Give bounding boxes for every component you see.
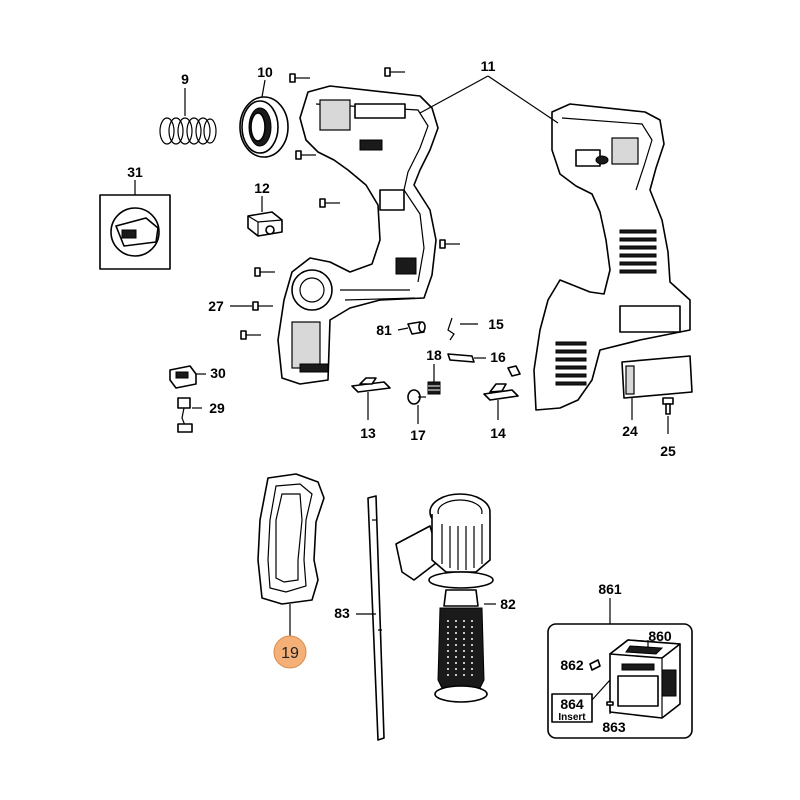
callout-12[interactable]: 12: [254, 180, 270, 196]
screw-icon: [439, 239, 460, 249]
part-13-slider[interactable]: [351, 377, 391, 393]
callout-16[interactable]: 16: [490, 349, 506, 365]
callout-9[interactable]: 9: [181, 71, 189, 87]
part-31-selector-knob[interactable]: [110, 207, 160, 257]
part-860-case[interactable]: [609, 639, 681, 719]
part-864-insert[interactable]: 864 Insert: [551, 693, 593, 723]
callout-27[interactable]: 27: [208, 298, 224, 314]
part-11-housing-right[interactable]: [533, 103, 691, 411]
leader-11-right: [487, 75, 559, 124]
screw-icon: [289, 73, 310, 83]
part-29-wire-connector[interactable]: [177, 397, 193, 433]
callout-861[interactable]: 861: [598, 581, 622, 597]
screw-icon: [384, 67, 405, 77]
callout-11[interactable]: 11: [481, 58, 496, 74]
screw-icon: [240, 330, 261, 340]
part-11-housing-left[interactable]: [277, 85, 439, 385]
callout-10[interactable]: 10: [257, 64, 273, 80]
callout-864: 864: [560, 696, 584, 712]
part-19-soft-grip[interactable]: [257, 473, 325, 605]
grip-texture: [619, 229, 657, 274]
callout-83[interactable]: 83: [334, 605, 350, 621]
part-10-seal[interactable]: [239, 96, 289, 158]
part-12-button[interactable]: [247, 211, 283, 237]
leader-11-left: [419, 75, 489, 114]
screw-icon: [295, 150, 316, 160]
part-small-bushing: [507, 365, 521, 377]
vent-slots: [555, 341, 587, 386]
callout-19-highlight[interactable]: [273, 635, 307, 669]
part-24-nameplate[interactable]: [621, 355, 693, 399]
part-862-screw[interactable]: [589, 659, 601, 671]
callout-860[interactable]: 860: [648, 628, 672, 644]
callout-19[interactable]: 19: [281, 645, 299, 662]
part-30-switch[interactable]: [169, 365, 197, 389]
part-82-side-handle[interactable]: [395, 493, 494, 703]
leader-10: [261, 79, 266, 98]
callout-17[interactable]: 17: [410, 427, 426, 443]
callout-81[interactable]: 81: [376, 322, 392, 338]
part-18-spring[interactable]: [427, 381, 441, 395]
part-9-spring[interactable]: [159, 117, 217, 145]
part-25-screw[interactable]: [662, 397, 674, 415]
callout-862[interactable]: 862: [560, 657, 584, 673]
callout-31[interactable]: 31: [127, 164, 143, 180]
handle-ribs: [441, 524, 483, 570]
leader-864: [591, 679, 611, 701]
part-83-depth-rod[interactable]: [367, 495, 385, 741]
part-17-button[interactable]: [407, 389, 426, 405]
part-14-slider[interactable]: [483, 383, 519, 401]
part-16-pin[interactable]: [447, 353, 475, 363]
screw-icon: [254, 267, 275, 277]
housing-screws: [240, 67, 460, 340]
callout-15[interactable]: 15: [488, 316, 504, 332]
part-863-screw[interactable]: [606, 701, 614, 714]
callout-82[interactable]: 82: [500, 596, 516, 612]
callout-29[interactable]: 29: [209, 400, 225, 416]
screw-icon: [252, 301, 273, 311]
callout-863[interactable]: 863: [602, 719, 626, 735]
callout-14[interactable]: 14: [490, 425, 506, 441]
grip-dots: [447, 620, 473, 680]
callout-18[interactable]: 18: [426, 347, 442, 363]
screw-icon: [319, 198, 340, 208]
leader-81: [397, 327, 409, 331]
callout-25[interactable]: 25: [660, 443, 676, 459]
part-15-clip[interactable]: [447, 317, 455, 341]
callout-30[interactable]: 30: [210, 365, 226, 381]
callout-13[interactable]: 13: [360, 425, 376, 441]
insert-label: Insert: [558, 712, 586, 723]
part-81-pin[interactable]: [407, 321, 426, 335]
callout-24[interactable]: 24: [622, 423, 638, 439]
